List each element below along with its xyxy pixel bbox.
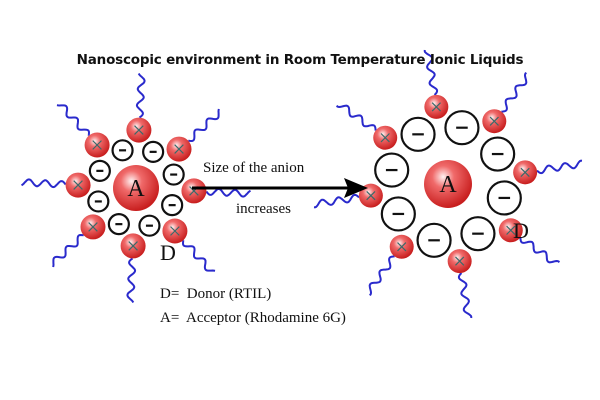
plus-sign <box>366 191 376 201</box>
alkyl-tail <box>335 104 377 131</box>
plus-sign <box>92 140 102 150</box>
legend-donor-key: D= <box>160 286 180 302</box>
alkyl-tail <box>457 272 473 319</box>
alkyl-tail <box>20 178 67 189</box>
alkyl-tail <box>205 187 252 198</box>
alkyl-tail <box>188 108 220 143</box>
arrow-head <box>344 178 368 198</box>
alkyl-tail <box>181 240 216 272</box>
plus-sign <box>174 144 184 154</box>
plus-sign <box>455 256 465 266</box>
plus-sign <box>489 116 499 126</box>
alkyl-tail <box>313 193 360 209</box>
acceptor-label: A <box>439 172 457 198</box>
plus-sign <box>431 102 441 112</box>
alkyl-tail <box>135 72 146 119</box>
arrow-label-line2: increases <box>236 201 291 217</box>
donor-label-left: D <box>160 240 176 265</box>
plus-sign <box>520 167 530 177</box>
plus-sign <box>397 242 407 252</box>
alkyl-tail <box>368 255 395 297</box>
plus-sign <box>506 225 516 235</box>
legend-acceptor: A= Acceptor (Rhodamine 6G) <box>160 310 346 327</box>
alkyl-tail <box>56 104 91 136</box>
alkyl-tail <box>536 159 583 175</box>
alkyl-tail <box>52 233 84 268</box>
plus-sign <box>380 133 390 143</box>
plus-sign <box>73 180 83 190</box>
diagram-title: Nanoscopic environment in Room Temperatu… <box>76 52 524 68</box>
plus-sign <box>134 125 144 135</box>
alkyl-tail <box>501 71 528 113</box>
legend-donor: D= Donor (RTIL) <box>160 286 271 303</box>
alkyl-tail <box>519 237 561 264</box>
legend-acceptor-key: A= <box>160 310 180 326</box>
acceptor <box>113 165 159 211</box>
plus-sign <box>170 226 180 236</box>
acceptor <box>424 160 472 208</box>
donor-label-right: D <box>513 218 529 243</box>
legend-acceptor-text: Acceptor (Rhodamine 6G) <box>185 310 346 326</box>
legend-donor-text: Donor (RTIL) <box>186 286 272 302</box>
arrow-label-line1: Size of the anion <box>203 160 305 176</box>
plus-sign <box>88 222 98 232</box>
alkyl-tail <box>423 49 439 96</box>
alkyl-tail <box>126 257 137 304</box>
plus-sign <box>128 241 138 251</box>
acceptor-label: A <box>127 176 145 202</box>
